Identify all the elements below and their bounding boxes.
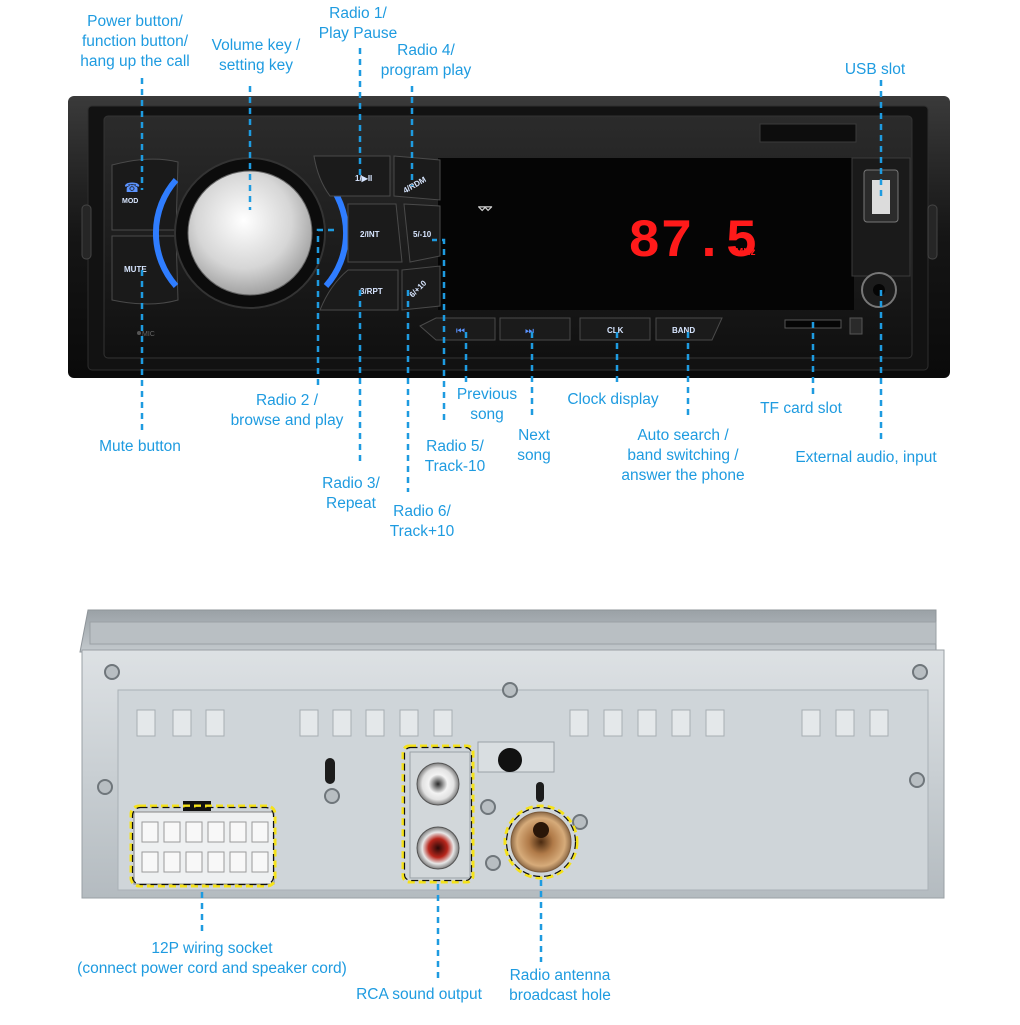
key-4[interactable] xyxy=(393,155,441,201)
right-release-notch xyxy=(927,204,938,260)
tf-card-icon xyxy=(849,317,863,335)
key-5-label: 5/-10 xyxy=(413,230,432,239)
mute-button[interactable] xyxy=(111,235,179,305)
volume-callout-label: Volume key /setting key xyxy=(211,37,301,74)
aux-callout-label: External audio, input xyxy=(795,449,937,466)
clock-button[interactable] xyxy=(579,317,651,341)
mode-key-label: MOD xyxy=(122,198,138,205)
radio4-callout-label: Radio 4/program play xyxy=(380,42,472,79)
antenna-highlight xyxy=(503,804,579,880)
power-callout-label: Power button/function button/hang up the… xyxy=(80,13,190,70)
radio6-callout-label: Radio 6/Track+10 xyxy=(389,503,455,540)
rear-callout-lines xyxy=(200,880,543,980)
radio5-callout-line xyxy=(432,238,446,420)
key-5[interactable] xyxy=(403,203,441,263)
tf-callout-label: TF card slot xyxy=(760,400,842,417)
bracket-slot xyxy=(536,782,544,802)
rca-callout-label: RCA sound output xyxy=(356,986,482,1003)
rear-panel xyxy=(79,609,945,899)
bracket-hole xyxy=(498,748,522,772)
display-window xyxy=(438,158,854,310)
front-panel: ᛒ 87.5 MHz ☎ MOD MUTE MIC 1/▶II 4/RDM 2/… xyxy=(68,96,950,378)
key-2[interactable] xyxy=(347,203,403,263)
next-track-icon: ⏭ xyxy=(525,326,534,337)
highlight-box-shadows xyxy=(131,746,577,886)
radio2-callout-label: Radio 2 /browse and play xyxy=(230,392,344,429)
key-1[interactable] xyxy=(313,155,391,197)
rca-red-jack xyxy=(416,826,460,870)
rca-highlight xyxy=(401,744,475,884)
radio2-callout-line xyxy=(316,228,336,385)
mic-label: MIC xyxy=(142,331,155,338)
frequency-unit: MHz xyxy=(735,247,756,258)
aux-jack-hole xyxy=(873,284,885,296)
left-release-notch xyxy=(81,204,92,260)
key-3-label: 3/RPT xyxy=(360,287,383,296)
radio5-callout-label: Radio 5/Track-10 xyxy=(424,438,486,475)
previous-song-button[interactable] xyxy=(419,317,496,341)
clock-callout-label: Clock display xyxy=(567,391,659,408)
mute-key-label: MUTE xyxy=(124,265,147,274)
rca-white-jack xyxy=(416,762,460,806)
key-6[interactable] xyxy=(401,265,441,311)
volume-knob[interactable] xyxy=(187,170,313,296)
screws xyxy=(97,664,928,871)
mute-callout-label: Mute button xyxy=(99,438,181,455)
socket-pins xyxy=(141,821,269,873)
frequency-readout: 87.5 xyxy=(628,212,758,273)
band-button[interactable] xyxy=(655,317,723,341)
bluetooth-logo-icon: ᛒ xyxy=(476,204,493,213)
next-song-button[interactable] xyxy=(499,317,571,341)
socket-callout-label: 12P wiring socket(connect power cord and… xyxy=(77,940,347,977)
cd-slot xyxy=(759,123,857,143)
knob-glow-left xyxy=(152,178,179,288)
previous-track-icon: ⏮ xyxy=(456,326,465,337)
radio1-callout-label: Radio 1/Play Pause xyxy=(318,5,398,42)
socket-highlight xyxy=(129,804,277,888)
auto-callout-label: Auto search /band switching /answer the … xyxy=(621,427,745,484)
vent-tabs xyxy=(136,709,889,737)
antenna-socket xyxy=(510,811,572,873)
radio3-callout-label: Radio 3/Repeat xyxy=(322,475,380,512)
mount-slot xyxy=(325,758,335,784)
key-2-label: 2/INT xyxy=(360,230,380,239)
highlight-boxes xyxy=(129,744,579,888)
front-callout-lines xyxy=(140,48,883,492)
mic-hole xyxy=(137,331,141,335)
band-key-label: BAND xyxy=(672,326,695,335)
usb-callout-label: USB slot xyxy=(844,61,906,78)
chassis-top-rail xyxy=(89,621,937,645)
clk-key-label: CLK xyxy=(607,326,624,335)
antenna-hole xyxy=(533,822,549,838)
phone-icon: ☎ xyxy=(124,180,140,195)
key-1-label: 1/▶II xyxy=(355,174,372,183)
usb-port-tongue xyxy=(872,180,890,214)
